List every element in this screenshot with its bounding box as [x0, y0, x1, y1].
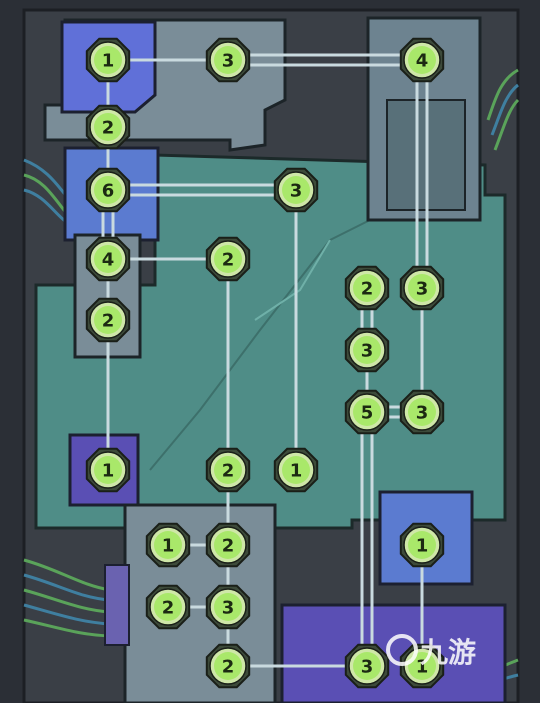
island-number: 2: [361, 279, 374, 300]
island-core: [94, 113, 122, 141]
island-core: [214, 531, 242, 559]
island-node[interactable]: 2: [85, 104, 131, 150]
island-node[interactable]: 2: [205, 447, 251, 493]
island-core: [94, 456, 122, 484]
island-number: 5: [361, 403, 374, 424]
watermark: 九游: [386, 634, 476, 669]
island-number: 3: [222, 51, 235, 72]
island-core: [154, 531, 182, 559]
island-number: 3: [290, 181, 303, 202]
island-core: [353, 398, 381, 426]
island-number: 2: [222, 250, 235, 271]
island-number: 2: [102, 311, 115, 332]
panel-crack-light: [254, 239, 331, 321]
island-node[interactable]: 3: [205, 584, 251, 630]
island-core: [214, 456, 242, 484]
island-node[interactable]: 3: [344, 643, 390, 689]
island-number: 4: [102, 250, 115, 271]
side-connector: [104, 564, 130, 646]
island-node[interactable]: 1: [85, 37, 131, 83]
island-core: [408, 274, 436, 302]
island-node[interactable]: 3: [399, 265, 445, 311]
island-node[interactable]: 2: [205, 236, 251, 282]
island-node[interactable]: 3: [273, 167, 319, 213]
island-core: [214, 46, 242, 74]
island-number: 1: [290, 461, 303, 482]
island-node[interactable]: 4: [85, 236, 131, 282]
island-core: [214, 593, 242, 621]
island-core: [94, 176, 122, 204]
island-number: 2: [102, 118, 115, 139]
island-node[interactable]: 3: [344, 327, 390, 373]
island-node[interactable]: 2: [85, 297, 131, 343]
island-core: [94, 46, 122, 74]
island-core: [214, 652, 242, 680]
island-number: 4: [416, 51, 429, 72]
island-node[interactable]: 1: [399, 643, 445, 689]
island-number: 3: [416, 279, 429, 300]
island-node[interactable]: 2: [145, 584, 191, 630]
island-number: 2: [222, 461, 235, 482]
purple-plate-bottom: [280, 603, 507, 703]
island-core: [282, 176, 310, 204]
island-core: [214, 245, 242, 273]
island-core: [353, 652, 381, 680]
island-core: [408, 531, 436, 559]
island-number: 1: [162, 536, 175, 557]
island-number: 1: [102, 461, 115, 482]
island-number: 2: [222, 536, 235, 557]
island-node[interactable]: 1: [145, 522, 191, 568]
island-core: [353, 274, 381, 302]
island-core: [353, 336, 381, 364]
island-number: 1: [102, 51, 115, 72]
island-node[interactable]: 2: [344, 265, 390, 311]
island-number: 3: [416, 403, 429, 424]
island-node[interactable]: 1: [399, 522, 445, 568]
island-core: [408, 46, 436, 74]
island-node[interactable]: 3: [205, 37, 251, 83]
island-node[interactable]: 1: [85, 447, 131, 493]
island-node[interactable]: 2: [205, 643, 251, 689]
island-node[interactable]: 1: [273, 447, 319, 493]
nodes-layer: 1 3 4 2 6 3 4 2 2 3 2 3 5 3 1 2 1 1 2 1 2 3 2 3 1: [85, 37, 445, 689]
island-core: [94, 306, 122, 334]
island-number: 2: [162, 598, 175, 619]
island-core: [94, 245, 122, 273]
watermark-text: 九游: [420, 636, 476, 669]
island-number: 1: [416, 657, 429, 678]
island-number: 2: [222, 657, 235, 678]
island-node[interactable]: 3: [399, 389, 445, 435]
island-node[interactable]: 4: [399, 37, 445, 83]
island-number: 1: [416, 536, 429, 557]
island-number: 3: [361, 341, 374, 362]
island-node[interactable]: 5: [344, 389, 390, 435]
island-node[interactable]: 2: [205, 522, 251, 568]
watermark-logo-icon: [386, 634, 418, 666]
island-node[interactable]: 6: [85, 167, 131, 213]
island-number: 3: [361, 657, 374, 678]
island-core: [408, 398, 436, 426]
island-core: [282, 456, 310, 484]
island-number: 3: [222, 598, 235, 619]
panel-crack: [149, 214, 381, 471]
island-core: [154, 593, 182, 621]
island-number: 6: [102, 181, 115, 202]
